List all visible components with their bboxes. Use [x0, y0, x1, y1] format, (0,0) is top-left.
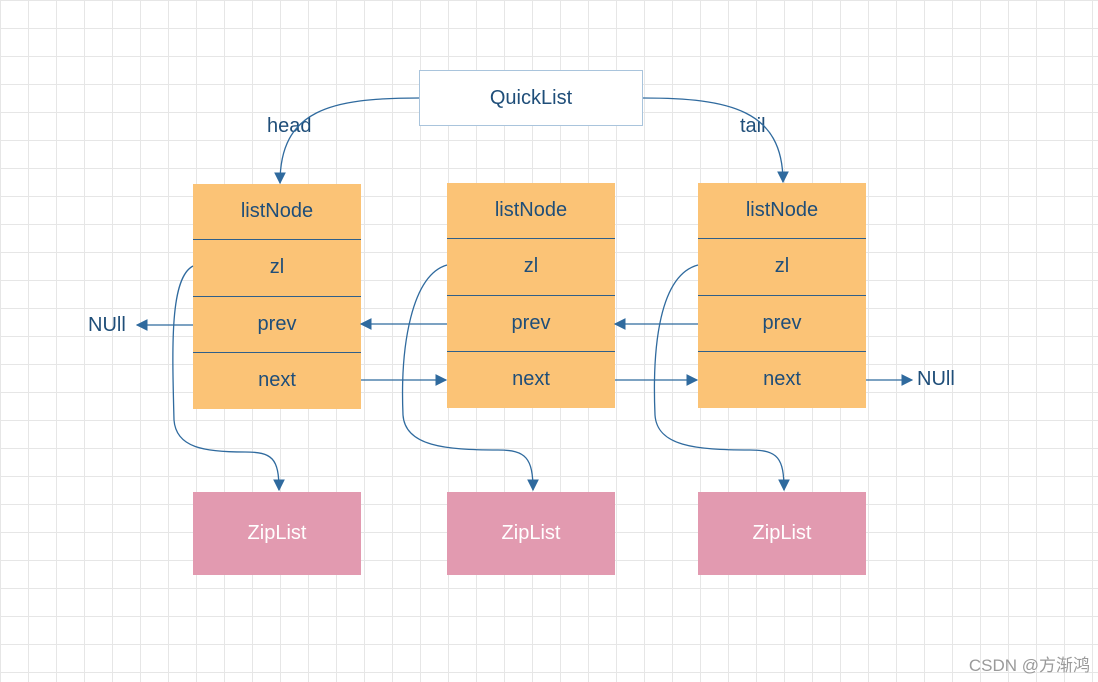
listnode-3-prev: prev: [698, 296, 866, 352]
null-left-label: NUll: [88, 314, 126, 336]
null-right-label: NUll: [917, 368, 955, 390]
watermark: CSDN @方渐鸿: [968, 656, 1090, 675]
listnode-3-next: next: [763, 368, 801, 391]
listnode-3-header: listNode: [698, 183, 866, 240]
ziplist-3-label: ZipList: [752, 522, 812, 544]
tail-label: tail: [740, 115, 766, 137]
ziplist-3: ZipList: [698, 492, 866, 575]
listnode-1-zl: zl: [193, 240, 361, 297]
quicklist-box: QuickList: [419, 70, 643, 126]
listnode-1-next: next: [258, 369, 296, 392]
listnode-2-header: listNode: [447, 183, 615, 240]
ziplist-1-label: ZipList: [247, 522, 307, 544]
quicklist-label: QuickList: [489, 86, 573, 109]
tail-arrow: [642, 97, 789, 184]
listnode-2-prev: prev: [447, 296, 615, 352]
listnode-1-prev: prev: [193, 297, 361, 353]
listnode-3-zl: zl: [698, 239, 866, 296]
listnode-1-header: listNode: [193, 184, 361, 241]
listnode-2-zl: zl: [447, 239, 615, 296]
head-label: head: [267, 115, 312, 137]
listnode-1: listNode zl prev next: [193, 184, 361, 409]
listnode-2: listNode zl prev next: [447, 183, 615, 408]
ziplist-1: ZipList: [193, 492, 361, 575]
listnode-3: listNode zl prev next: [698, 183, 866, 408]
head-arrow: [274, 97, 420, 185]
ziplist-2: ZipList: [447, 492, 615, 575]
ziplist-2-label: ZipList: [501, 522, 561, 544]
listnode-2-next: next: [512, 368, 550, 391]
